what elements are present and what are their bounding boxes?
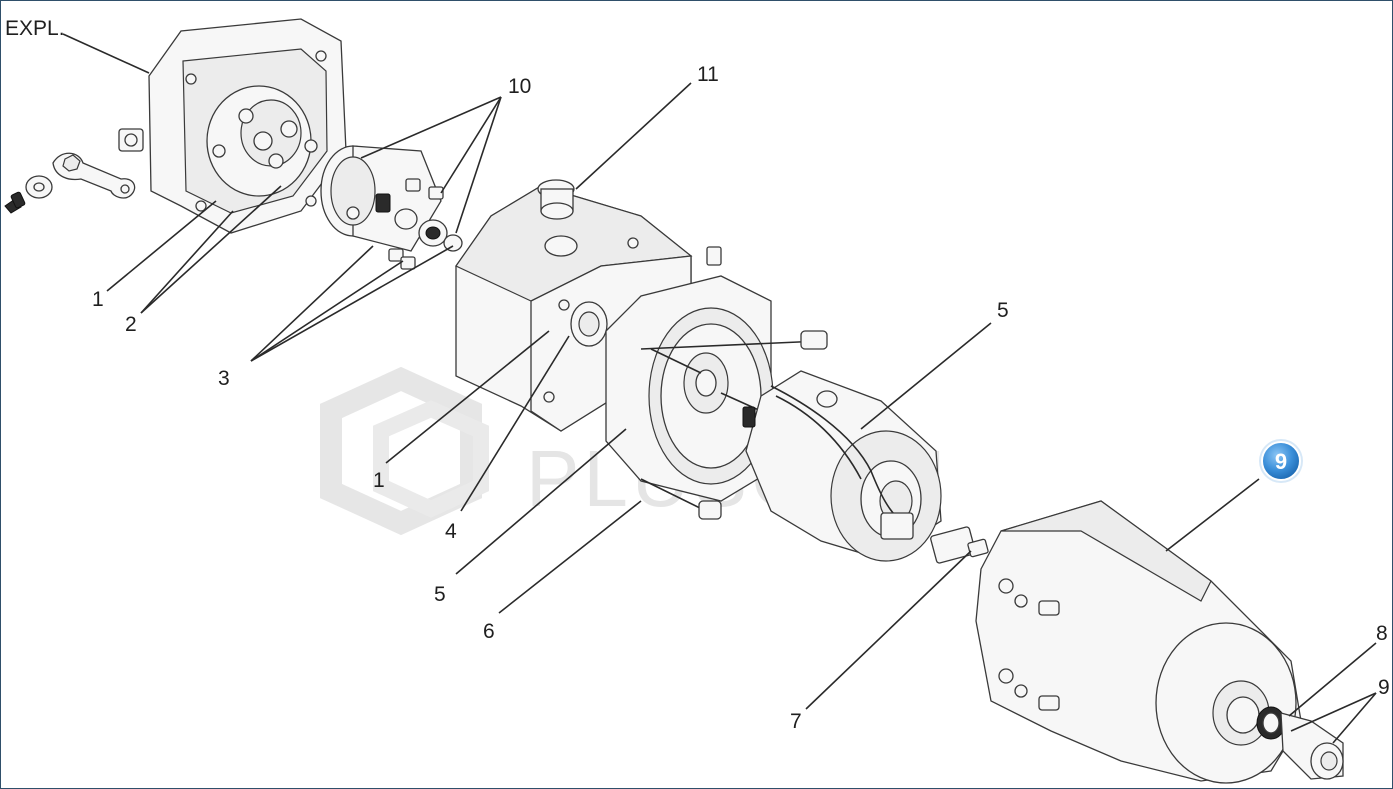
valve-block: [320, 145, 463, 270]
callout-10: 10: [508, 75, 531, 98]
motor-flange: [605, 275, 828, 520]
motor-cover: [975, 500, 1302, 784]
cable-connector: [930, 526, 989, 564]
callout-1: 1: [92, 288, 104, 311]
callout-9: 9: [1378, 676, 1390, 699]
callout-5-lower: 5: [434, 583, 446, 606]
callout-4: 4: [445, 520, 457, 543]
pump-head: [118, 18, 347, 234]
callout-3: 3: [218, 367, 230, 390]
callout-11: 11: [697, 63, 719, 86]
callout-2: 2: [125, 313, 137, 336]
highlight-badge-9[interactable]: 9: [1259, 439, 1303, 483]
screw-washer-lug: [4, 152, 136, 214]
callout-labels: EXPL. 1 2 3 10 11 5 1 4 5 6 7 8 9: [5, 17, 1390, 733]
callout-6: 6: [483, 620, 495, 643]
callout-8: 8: [1376, 622, 1388, 645]
electric-motor: [742, 370, 942, 562]
leader-lines: [62, 33, 1377, 744]
callout-1-lower: 1: [373, 469, 385, 492]
expl-label: EXPL.: [5, 17, 65, 40]
callout-7: 7: [790, 710, 802, 733]
callout-5-upper: 5: [997, 299, 1009, 322]
cable-gland: [1256, 706, 1344, 780]
highlight-badge-text: 9: [1275, 449, 1287, 474]
